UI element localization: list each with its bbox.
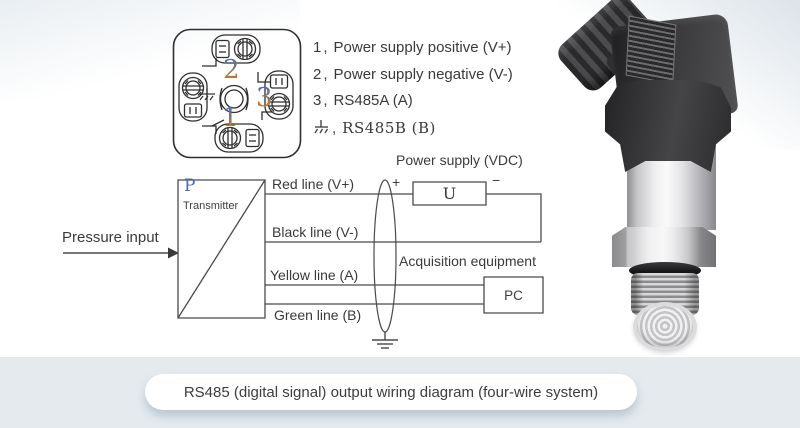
earth-ground-icon [372, 332, 398, 348]
legend-num-1: 1 [313, 39, 334, 56]
caption-text: RS485 (digital signal) output wiring dia… [183, 383, 599, 401]
sensor-diaphragm [633, 302, 697, 352]
corner-gradient-top-left [0, 0, 300, 100]
power-return-wire [486, 194, 541, 242]
ground-icon [199, 88, 215, 100]
pin-number-3: 3 [256, 83, 273, 113]
minus-sign: − [492, 172, 501, 188]
acquisition-title: Acquisition equipment [399, 253, 536, 269]
pressure-transmitter-photo [553, 0, 800, 360]
connector-pinout-drawing [172, 28, 302, 159]
legend-item-ground: RS485B (B) [313, 119, 436, 139]
power-supply-box-label: U [442, 184, 457, 203]
sensor-hex-nut [612, 227, 716, 267]
legend-label-1: Power supply positive (V+) [333, 39, 512, 56]
pressure-input-label: Pressure input [62, 229, 159, 246]
cable-shield-ellipse [374, 180, 396, 332]
power-supply-title: Power supply (VDC) [396, 152, 523, 168]
legend-item-3: 3RS485A (A) [313, 92, 413, 112]
legend-item-1: 1Power supply positive (V+) [313, 39, 512, 59]
sensor-head-label-plate [625, 15, 677, 85]
legend-item-2: 2Power supply negative (V-) [313, 66, 513, 86]
sensor-collar [605, 80, 731, 172]
transmitter-symbol: P [184, 176, 196, 196]
ground-icon [313, 119, 330, 135]
green-wire-label: Green line (B) [274, 307, 362, 323]
pc-box [484, 277, 543, 313]
power-supply-box [413, 182, 486, 205]
yellow-wire-label: Yellow line (A) [270, 267, 359, 283]
pc-box-label: PC [504, 287, 523, 303]
legend-label-ground: RS485B (B) [342, 119, 436, 137]
pin-number-1: 1 [222, 103, 239, 133]
pin-number-2: 2 [223, 55, 240, 85]
transmitter-box [178, 180, 265, 318]
red-wire-label: Red line (V+) [272, 176, 355, 192]
pressure-input-arrow [63, 247, 179, 259]
legend-num-2: 2 [313, 66, 334, 83]
black-wire-label: Black line (V-) [272, 224, 359, 240]
legend-label-2: Power supply negative (V-) [333, 66, 513, 83]
plus-sign: + [392, 174, 401, 190]
legend-label-3: RS485A (A) [333, 92, 413, 109]
legend-num-3: 3 [313, 92, 334, 109]
caption-pill: RS485 (digital signal) output wiring dia… [145, 374, 637, 410]
transmitter-label: Transmitter [183, 200, 239, 212]
